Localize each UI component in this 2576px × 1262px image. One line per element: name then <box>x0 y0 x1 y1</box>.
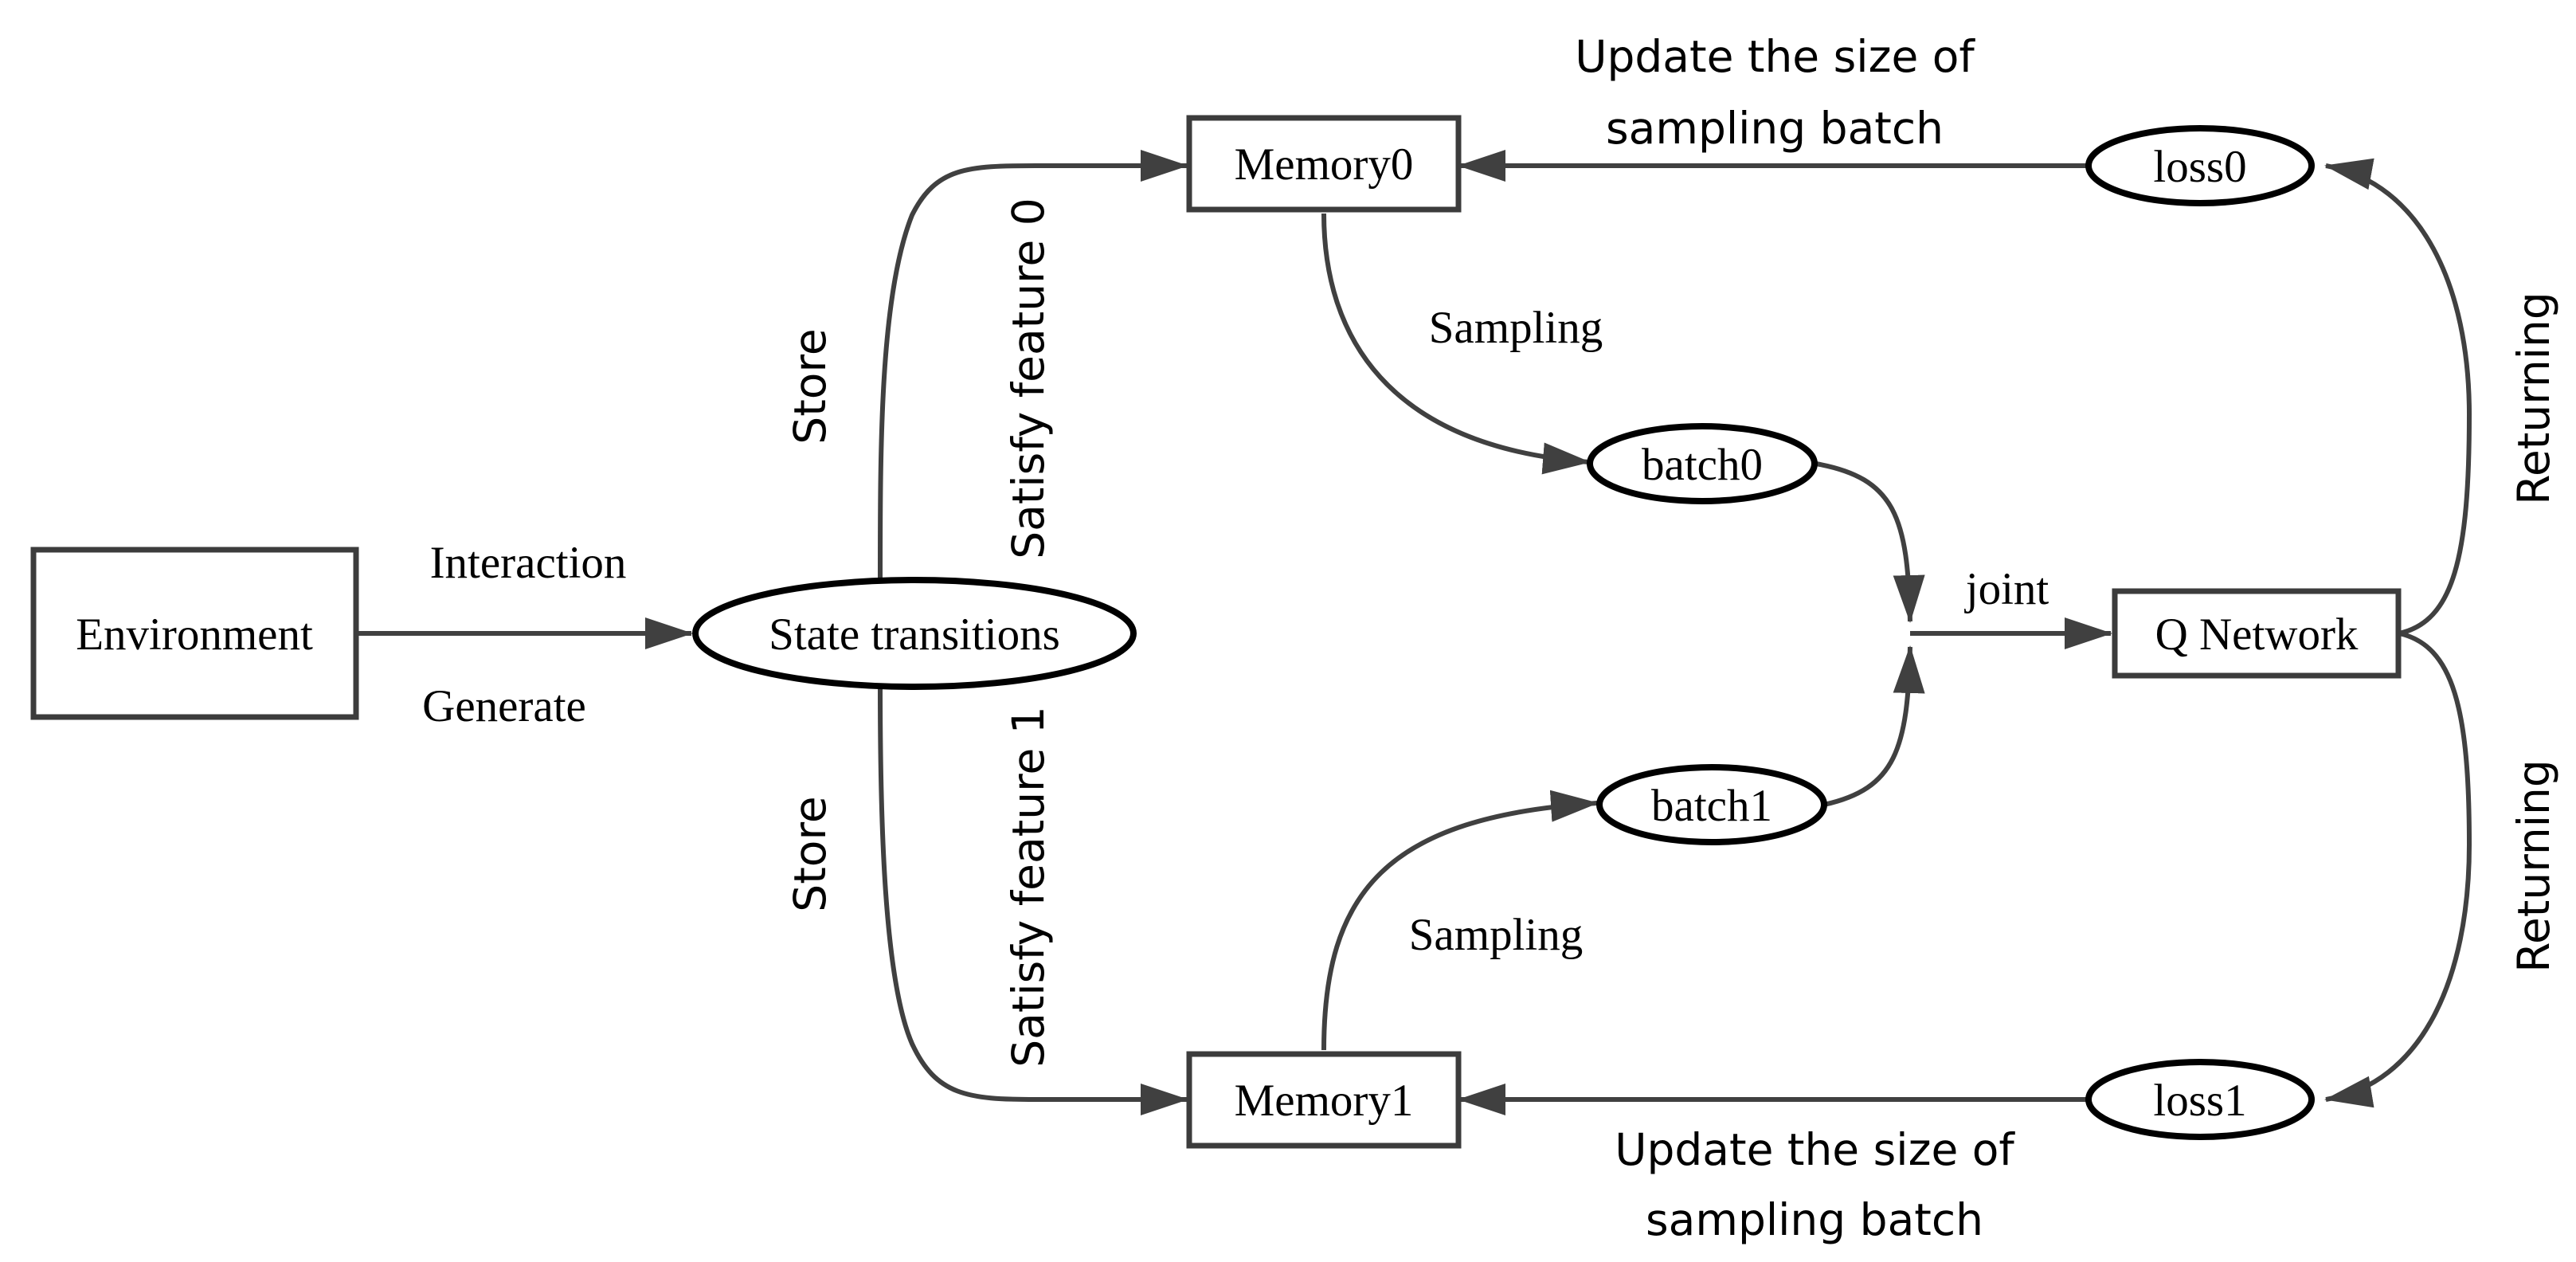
label-interaction: Interaction <box>430 538 627 588</box>
label-update-bottom-line2: sampling batch <box>1646 1194 1983 1245</box>
loss1-label: loss1 <box>2153 1076 2246 1126</box>
edge-memory0-to-batch0 <box>1321 213 1591 475</box>
label-store-top: Store <box>785 328 836 444</box>
edge-batch0-to-joint <box>1815 461 1925 623</box>
label-update-bottom-line1: Update the size of <box>1615 1124 2015 1175</box>
edge-qnetwork-to-loss0 <box>2324 158 2472 636</box>
node-batch1: batch1 <box>1596 764 1827 845</box>
node-memory0: Memory0 <box>1186 115 1462 213</box>
node-state-transitions: State transitions <box>692 577 1137 690</box>
edge-memory1-to-batch1 <box>1321 790 1599 1051</box>
node-loss1: loss1 <box>2085 1059 2315 1140</box>
node-batch0: batch0 <box>1587 423 1818 504</box>
loss0-label: loss0 <box>2153 142 2246 192</box>
label-satisfy-feature-1: Satisfy feature 1 <box>1003 706 1054 1068</box>
node-memory1: Memory1 <box>1186 1051 1462 1149</box>
label-generate: Generate <box>422 681 586 731</box>
q-network-label: Q Network <box>2155 609 2359 660</box>
memory0-label: Memory0 <box>1235 139 1414 190</box>
memory1-label: Memory1 <box>1235 1076 1414 1126</box>
label-store-bottom: Store <box>785 796 836 911</box>
label-satisfy-feature-0: Satisfy feature 0 <box>1003 198 1054 559</box>
environment-label: Environment <box>76 609 313 660</box>
label-sampling-top: Sampling <box>1429 303 1603 353</box>
edge-batch1-to-joint <box>1823 645 1925 807</box>
state-transitions-label: State transitions <box>769 609 1060 660</box>
node-loss0: loss0 <box>2085 125 2315 206</box>
label-returning-bottom: Returning <box>2508 759 2559 973</box>
node-environment: Environment <box>30 547 359 720</box>
label-sampling-bottom: Sampling <box>1409 910 1584 960</box>
edge-state-to-memory0 <box>878 150 1188 581</box>
label-returning-top: Returning <box>2508 292 2559 505</box>
label-joint: joint <box>1964 564 2049 614</box>
edge-state-to-memory1 <box>878 686 1188 1115</box>
label-update-top-line1: Update the size of <box>1575 31 1975 82</box>
label-update-top-line2: sampling batch <box>1606 103 1944 154</box>
batch1-label: batch1 <box>1651 781 1772 831</box>
node-q-network: Q Network <box>2112 588 2402 679</box>
batch0-label: batch0 <box>1642 440 1763 490</box>
edge-qnetwork-to-loss1 <box>2324 631 2472 1108</box>
